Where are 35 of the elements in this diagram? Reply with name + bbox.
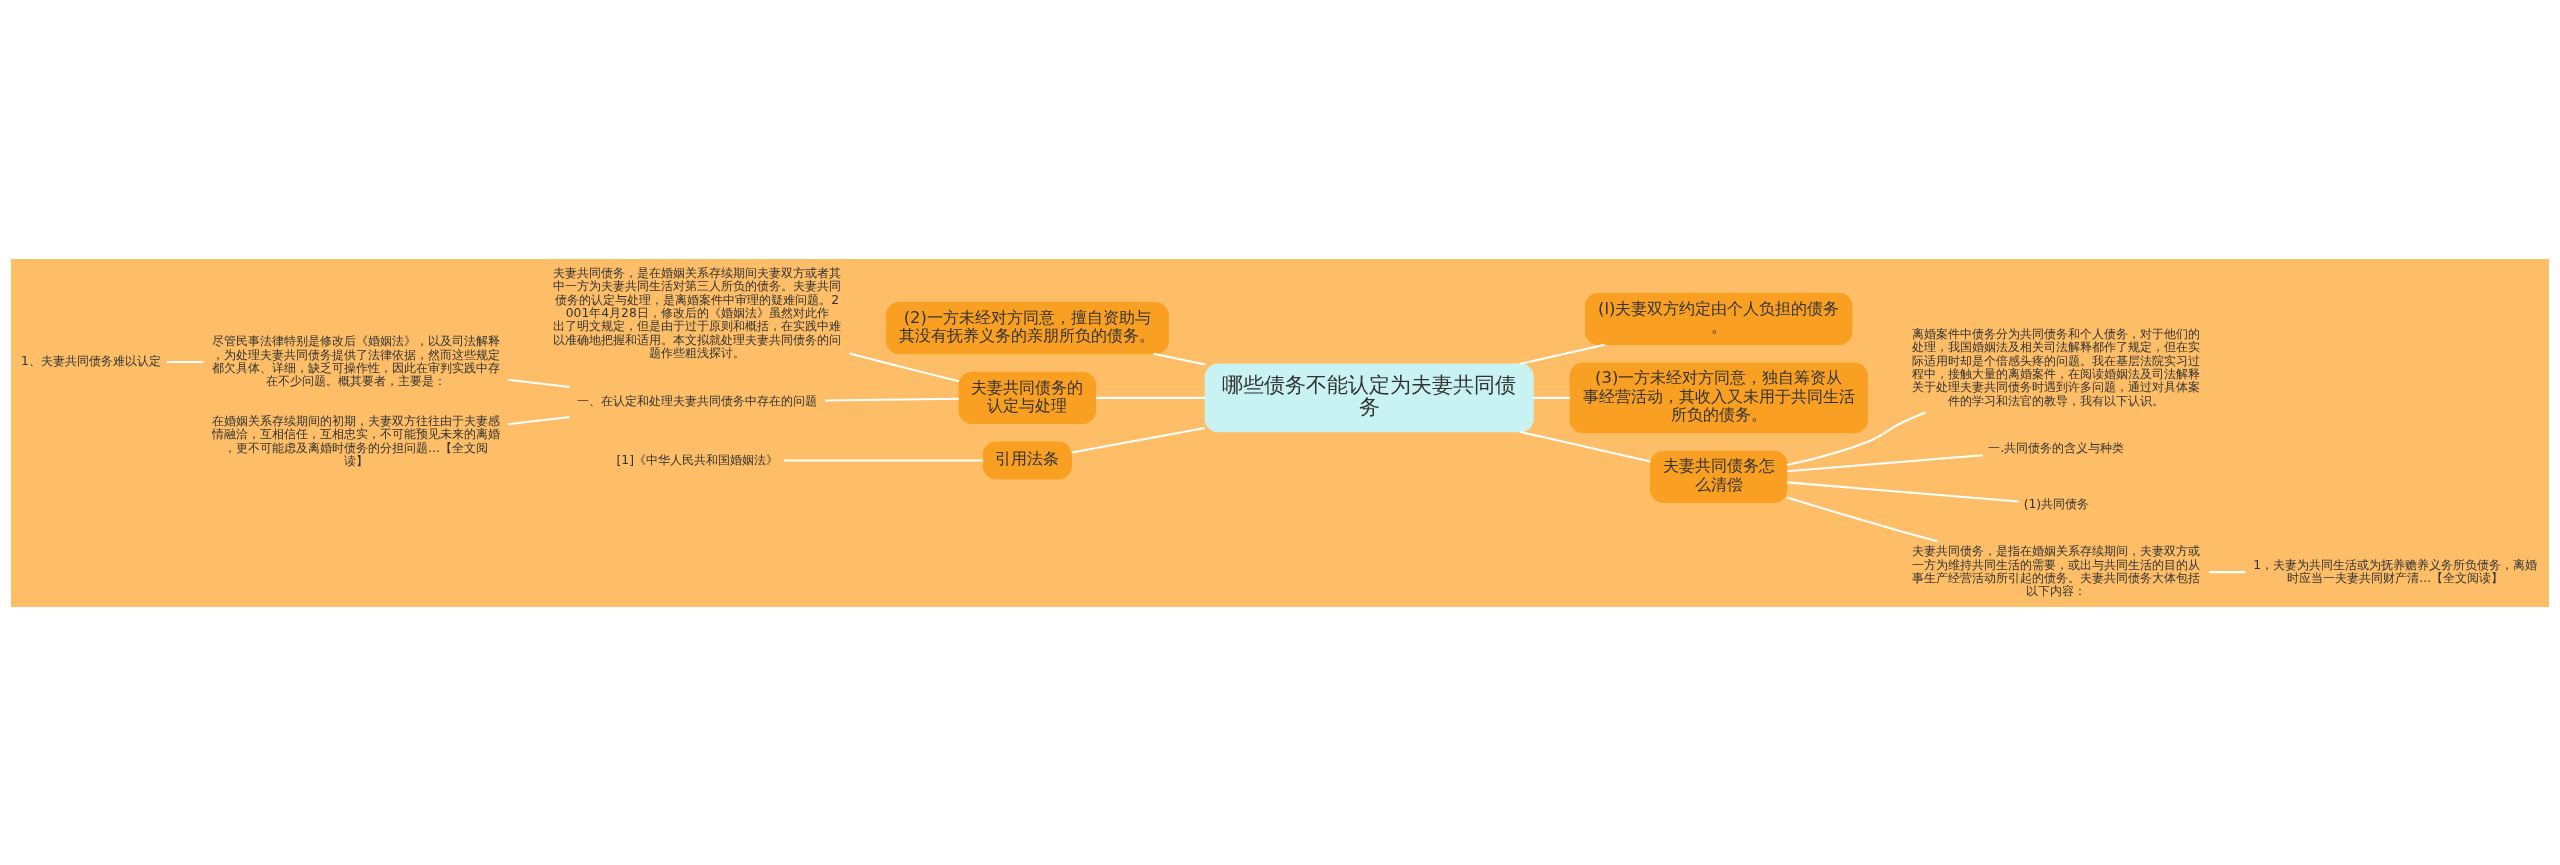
connector	[1533, 396, 1570, 399]
connector	[1153, 352, 1206, 365]
connector	[1786, 496, 1938, 542]
node-text: [1]《中华人民共和国婚姻法》	[616, 452, 778, 467]
connector	[1787, 480, 2019, 502]
connector	[784, 458, 984, 461]
node-box: (l)夫妻双方约定由个人负担的债务。	[1584, 292, 1853, 345]
node-text: (1)共同债务	[2023, 496, 2090, 511]
connector	[1519, 430, 1651, 463]
node-text: 一、在认定和处理夫妻共同债务中存在的问题	[577, 393, 818, 408]
connector	[1787, 453, 1983, 472]
connector	[508, 378, 570, 388]
node-box: 引用法条	[982, 440, 1072, 479]
connector	[1786, 410, 1927, 466]
node-box: 夫妻共同债务的认定与处理	[958, 371, 1096, 424]
node-text: 一.共同债务的含义与种类	[1988, 440, 2125, 455]
connector	[166, 360, 204, 363]
connector	[2209, 570, 2246, 573]
node-box: (2)一方未经对方同意，擅自资助与其没有抚养义务的亲朋所负的债务。	[885, 301, 1169, 354]
node-box: 夫妻共同债务怎么清偿	[1650, 450, 1788, 503]
node-box: 哪些债务不能认定为夫妻共同债务	[1204, 363, 1534, 432]
connector	[1071, 426, 1206, 453]
connector	[1519, 343, 1605, 365]
connector	[825, 397, 959, 401]
node-text: 离婚案件中债务分为共同债务和个人债务，对于他们的处理，我国婚姻法及相关司法解释都作了规定，但在实际适用时却是个倍感头疼的问题。我在基层法院实习过程中，接触大量的离婚案件，在阅读婚姻法及司法解释关于处理夫妻共同债务时遇到许多问题，通过对具体案件的学习和法官的教导，我有以下认识。	[1912, 326, 2201, 408]
node-text: 尽管民事法律特别是修改后《婚姻法》，以及司法解释，为处理夫妻共同债务提供了法律依据，然而这些规定都欠具体、详细，缺乏可操作性，因此在审判实践中存在不少问题。概其要者，主要是：	[211, 333, 500, 388]
node-text: 1、夫妻共同债务难以认定	[21, 353, 161, 368]
connector	[849, 352, 960, 382]
node-text: 夫妻共同债务，是在婚姻关系存续期间夫妻双方或者其中一方为夫妻共同生活对第三人所负的债务。夫妻共同债务的认定与处理，是离婚案件中审理的疑难问题。2001年4月28日，修改后的《婚姻法》虽然对此作出了明文规定，但是由于过于原则和概括，在实践中难以准确地把握和适用。本文拟就处理夫妻共同债务的问题作些粗浅探讨。	[553, 265, 842, 360]
node-text: 1，夫妻为共同生活或为抚养赡养义务所负债务，离婚时应当一夫妻共同财产清...【全文阅读】	[2253, 557, 2538, 585]
connector	[1095, 396, 1206, 399]
connector	[508, 415, 570, 425]
node-text: 夫妻共同债务，是指在婚姻关系存续期间，夫妻双方或一方为维持共同生活的需要，或出与共同生活的目的从事生产经营活动所引起的债务。夫妻共同债务大体包括以下内容：	[1912, 543, 2201, 598]
node-text: 在婚姻关系存续期间的初期，夫妻双方往往由于夫妻感情融洽，互相信任，互相忠实，不可能预见未来的离婚，更不可能虑及离婚时债务的分担问题...【全文阅读】	[211, 413, 500, 468]
node-box: (3)一方未经对方同意，独自筹资从事经营活动，其收入又未用于共同生活所负的债务。	[1569, 362, 1868, 433]
